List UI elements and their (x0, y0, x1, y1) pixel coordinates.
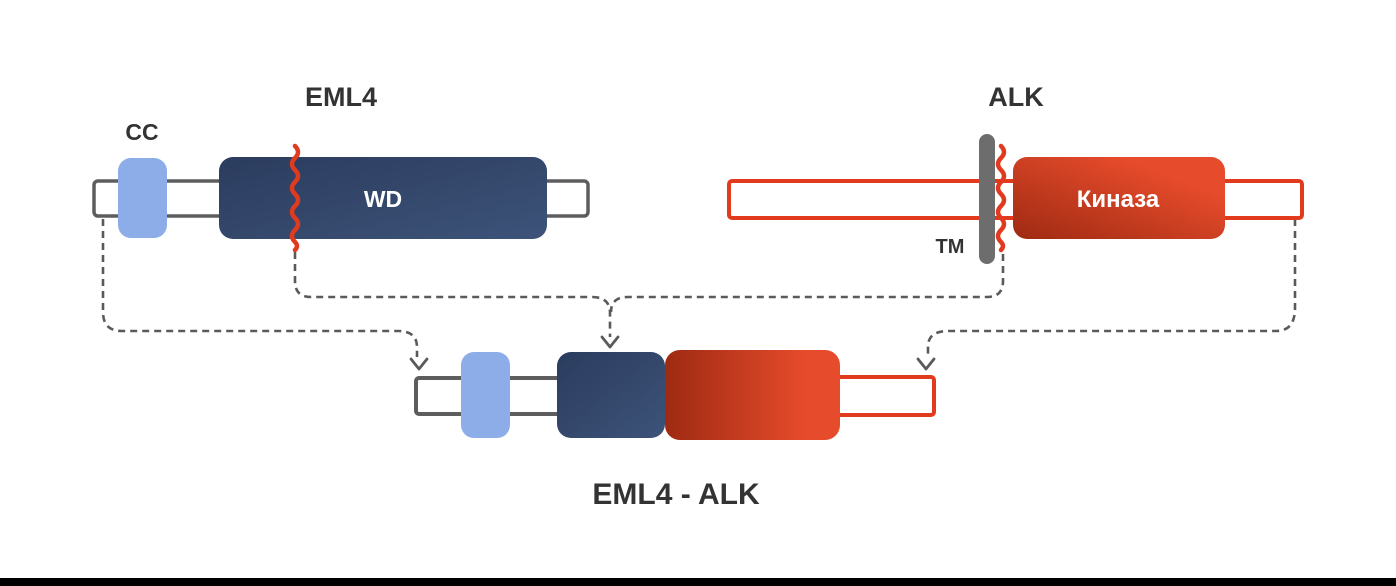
fusion-arrow-center (600, 335, 620, 349)
wd-domain-box (219, 157, 547, 239)
fusion-title: EML4 - ALK (592, 478, 760, 511)
kinase-label: Киназа (1077, 186, 1160, 213)
tm-domain-bar (979, 134, 995, 264)
alk-breakpoint-squiggle (995, 143, 1007, 253)
cc-domain-box (118, 158, 167, 238)
alk-cterm-trace-path (926, 219, 1297, 357)
eml4-title: EML4 (305, 82, 377, 112)
cc-label: CC (125, 119, 158, 145)
fusion-kinase-domain-box (665, 350, 840, 440)
kinase-domain-box (1013, 157, 1225, 239)
fusion-protein-group: EML4 - ALK (414, 350, 936, 511)
eml4-breakpoint-squiggle (289, 143, 301, 253)
wd-label: WD (364, 186, 402, 212)
eml4-gene-group: EML4 CC WD (92, 82, 590, 253)
bottom-black-bar (0, 578, 1396, 586)
fusion-arrow-left (409, 357, 429, 371)
tm-label: ТМ (936, 236, 965, 258)
fusion-wd-domain-box (557, 352, 665, 438)
connector-traces (101, 219, 1297, 371)
alk-title: ALK (988, 82, 1044, 112)
alk-breakpoint-trace-path (609, 254, 1005, 313)
alk-gene-group: ALK Киназа ТМ (727, 82, 1304, 264)
fusion-arrow-right (916, 357, 936, 371)
fusion-cc-domain-box (461, 352, 510, 438)
eml4-nterm-trace-path (101, 219, 419, 357)
fusion-backbone-right (832, 375, 936, 417)
eml4-breakpoint-trace-path (293, 252, 612, 337)
